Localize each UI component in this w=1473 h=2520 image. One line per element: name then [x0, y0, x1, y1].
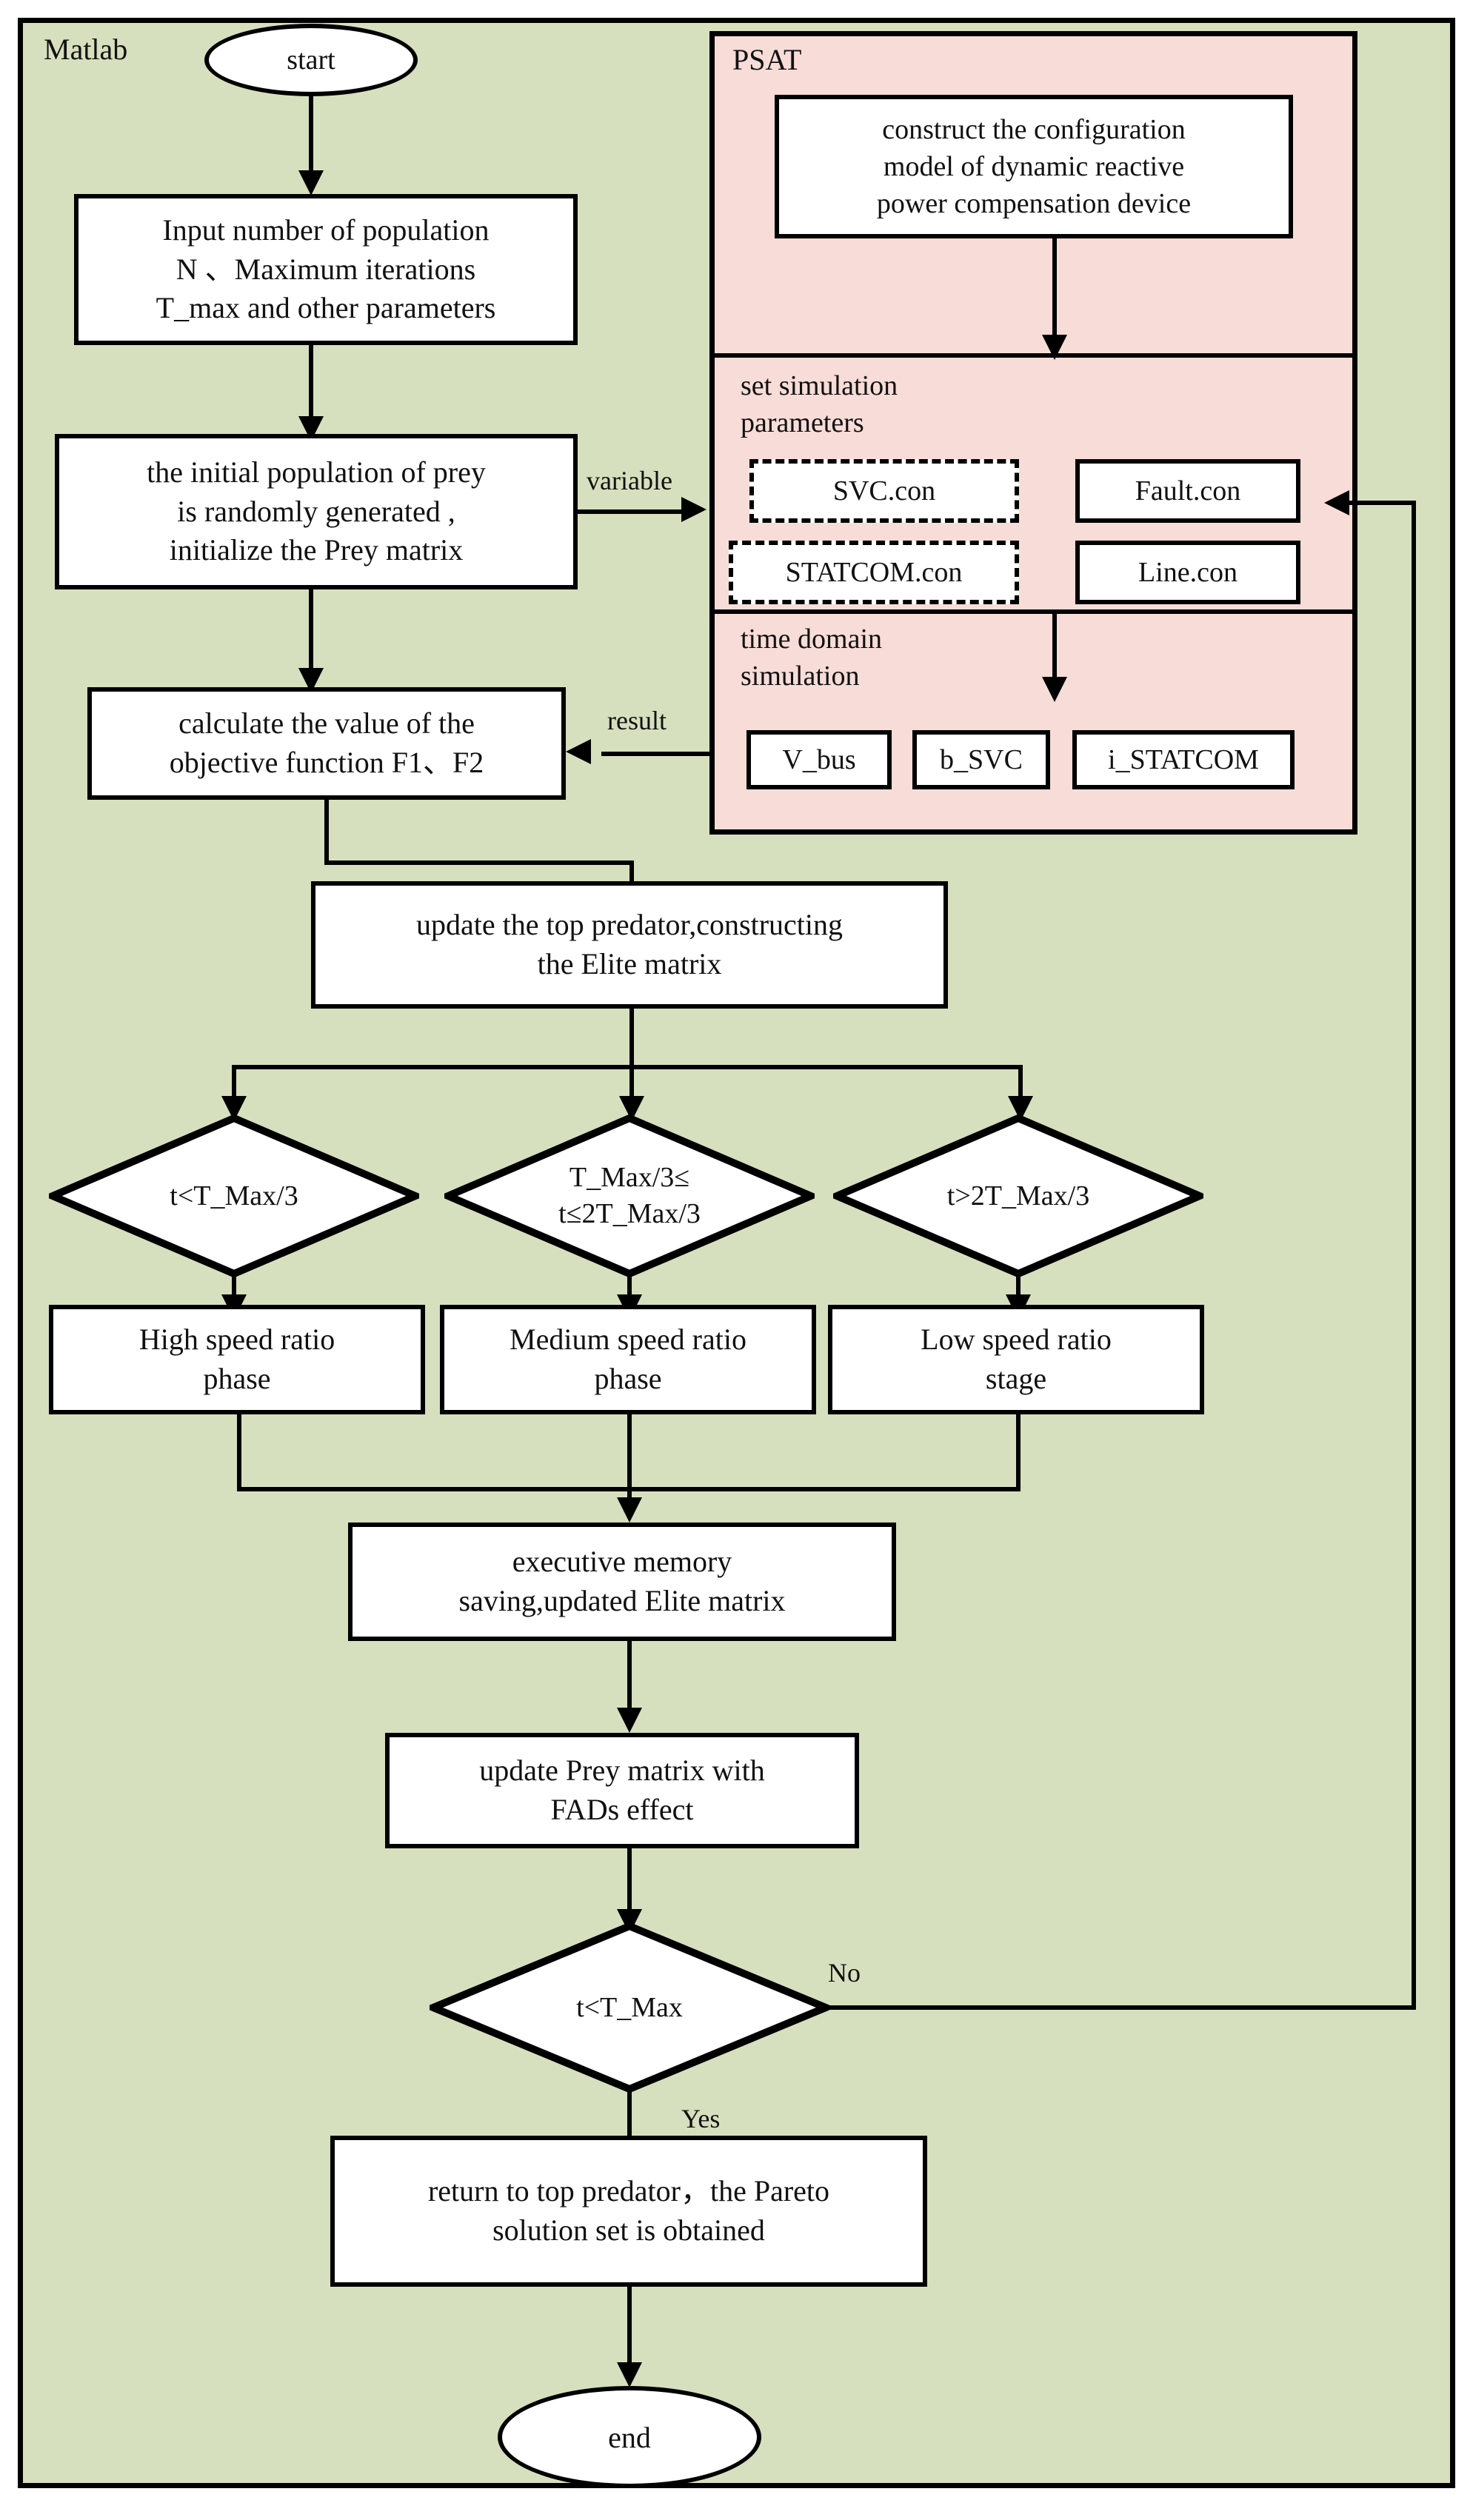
psat-divider-1 [715, 353, 1352, 358]
arrowhead-start-input [298, 170, 324, 195]
svc-con-box[interactable]: SVC.con [749, 459, 1019, 523]
psat-divider-2 [715, 609, 1352, 614]
start-label: start [287, 44, 335, 76]
update-top-predator-text: update the top predator,constructing the… [416, 908, 843, 980]
calc-objective-text: calculate the value of the objective fun… [169, 706, 484, 779]
edge-variable-line [578, 509, 689, 514]
calc-objective-box: calculate the value of the objective fun… [87, 687, 566, 800]
edge-merge-right [1016, 1414, 1021, 1491]
phase-medium-text: Medium speed ratio phase [510, 1323, 746, 1395]
init-prey-text: the initial population of prey is random… [147, 455, 486, 567]
decision-tmax-diamond: t<T_Max [430, 1922, 829, 2093]
set-sim-params-label: set simulation parameters [741, 370, 898, 439]
phase-high-box: High speed ratio phase [49, 1305, 425, 1414]
edge-calc-down [324, 800, 329, 865]
arrowhead-no-feedback [1324, 490, 1349, 515]
decision-mid-shape [444, 1114, 815, 1277]
line-con-box[interactable]: Line.con [1075, 541, 1300, 604]
edge-calc-across [324, 860, 634, 865]
phase-medium-box: Medium speed ratio phase [440, 1305, 816, 1414]
decision-high-shape [833, 1114, 1203, 1277]
matlab-panel-label: Matlab [44, 33, 128, 66]
edge-dlow-to-phase [232, 1272, 236, 1303]
input-params-text: Input number of population N 、Maximum it… [156, 213, 496, 325]
decision-low-diamond: t<T_Max/3 [49, 1114, 419, 1277]
edge-yes-down [627, 2088, 632, 2167]
exec-memory-text: executive memory saving,updated Elite ma… [458, 1545, 786, 1617]
no-edge-label: No [828, 1958, 861, 1988]
init-prey-box: the initial population of prey is random… [55, 434, 578, 589]
start-terminator: start [204, 24, 418, 96]
input-params-box: Input number of population N 、Maximum it… [74, 194, 578, 345]
b-svc-box[interactable]: b_SVC [912, 730, 1050, 789]
i-statcom-label: i_STATCOM [1108, 743, 1259, 775]
psat-arrowhead-1 [1042, 335, 1067, 360]
psat-edge-construct-to-params [1052, 238, 1057, 341]
end-label: end [608, 2420, 651, 2454]
arrowhead-result [566, 739, 591, 764]
arrowhead-variable [681, 497, 707, 522]
line-con-label: Line.con [1138, 556, 1237, 588]
phase-low-box: Low speed ratio stage [828, 1305, 1204, 1414]
phase-low-text: Low speed ratio stage [921, 1323, 1112, 1395]
decision-high-diamond: t>2T_Max/3 [833, 1114, 1203, 1277]
decision-tmax-shape [430, 1922, 829, 2093]
arrowhead-merge [617, 1497, 642, 1523]
edge-no-up [1412, 501, 1416, 2010]
edge-result-line [601, 752, 709, 756]
construct-model-text: construct the configuration model of dyn… [876, 113, 1192, 220]
decision-low-shape [49, 1114, 419, 1277]
update-prey-fads-text: update Prey matrix with FADs effect [479, 1754, 765, 1826]
variable-edge-label: variable [587, 466, 672, 495]
edge-fanout-mid [629, 1065, 634, 1103]
edge-no-into-psat [1348, 501, 1414, 505]
edge-pareto-to-end [627, 2287, 632, 2370]
psat-arrowhead-2 [1042, 677, 1067, 702]
edge-prey-to-tmax [627, 1848, 632, 1915]
arrowhead-pareto-end [617, 2362, 642, 2387]
update-prey-fads-box: update Prey matrix with FADs effect [385, 1733, 859, 1848]
svc-con-label: SVC.con [832, 475, 936, 507]
time-domain-label: time domain simulation [741, 624, 883, 692]
edge-start-to-input [309, 96, 313, 178]
edge-input-to-init [309, 345, 313, 425]
return-pareto-text: return to top predator，the Pareto soluti… [427, 2174, 830, 2247]
fault-con-box[interactable]: Fault.con [1075, 459, 1300, 523]
update-top-predator-box: update the top predator,constructing the… [311, 881, 948, 1009]
result-edge-label: result [607, 706, 667, 735]
phase-high-text: High speed ratio phase [138, 1323, 335, 1395]
edge-init-to-calc [309, 589, 313, 677]
edge-fanout-left [232, 1065, 236, 1103]
edge-dmid-to-phase [627, 1272, 632, 1303]
arrowhead-exec-prey [617, 1708, 642, 1733]
construct-model-box: construct the configuration model of dyn… [775, 95, 1293, 238]
edge-update-down [629, 1009, 634, 1069]
exec-memory-box: executive memory saving,updated Elite ma… [348, 1523, 896, 1641]
edge-no-right [825, 2005, 1416, 2010]
statcom-con-box[interactable]: STATCOM.con [729, 541, 1019, 604]
yes-edge-label: Yes [681, 2104, 721, 2133]
edge-merge-left [237, 1414, 241, 1491]
psat-edge-params-to-timedomain [1052, 612, 1057, 684]
b-svc-label: b_SVC [940, 743, 1023, 775]
end-terminator: end [498, 2386, 761, 2488]
v-bus-box[interactable]: V_bus [746, 730, 892, 789]
v-bus-label: V_bus [782, 743, 856, 775]
psat-panel-label: PSAT [732, 43, 802, 76]
return-pareto-box: return to top predator，the Pareto soluti… [330, 2136, 927, 2287]
statcom-con-label: STATCOM.con [785, 556, 963, 588]
edge-fanout-bar [232, 1065, 1023, 1069]
edge-merge-center [627, 1414, 632, 1503]
edge-dhigh-to-phase [1016, 1272, 1021, 1303]
fault-con-label: Fault.con [1135, 475, 1241, 507]
edge-exec-to-prey [627, 1641, 632, 1715]
i-statcom-box[interactable]: i_STATCOM [1072, 730, 1295, 789]
edge-fanout-right [1018, 1065, 1023, 1103]
decision-mid-diamond: T_Max/3≤ t≤2T_Max/3 [444, 1114, 815, 1277]
